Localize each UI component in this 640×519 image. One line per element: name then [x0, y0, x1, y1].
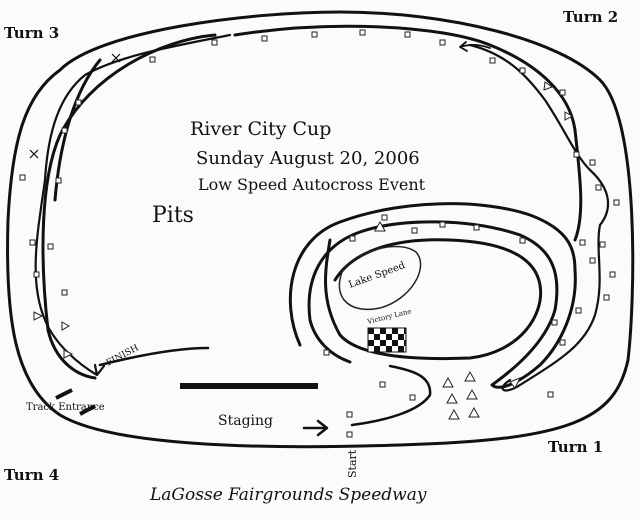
lake-label: Lake Speed: [347, 260, 407, 291]
triangle-cones: [33, 81, 574, 420]
event-subtitle: Low Speed Autocross Event: [198, 175, 426, 194]
track-entrance-marker-2: [79, 404, 96, 416]
turn4-label: Turn 4: [4, 466, 59, 484]
speedway-name: LaGosse Fairgrounds Speedway: [149, 485, 427, 505]
turn1-label: Turn 1: [548, 438, 603, 456]
victory-lane-label: Victory Lane: [366, 307, 413, 326]
course-line-top: [468, 43, 610, 227]
staging-arrow: [302, 419, 329, 437]
event-date: Sunday August 20, 2006: [196, 148, 420, 169]
staging-label: Staging: [218, 413, 273, 429]
lake: [338, 245, 422, 310]
outer-track-wall: [6, 10, 635, 449]
pits-label: Pits: [152, 203, 194, 228]
start-lane: [350, 364, 432, 427]
track-entrance-marker: [55, 388, 73, 400]
turn2-label: Turn 2: [563, 8, 618, 26]
inner-loop-inner-edge: [324, 238, 543, 361]
cones: [19, 29, 620, 438]
inner-track-wall: [41, 33, 217, 380]
turn3-label: Turn 3: [4, 24, 59, 42]
event-title: River City Cup: [190, 118, 331, 140]
course-line-right: [501, 223, 602, 392]
track-entrance-label: Track Entrance: [26, 402, 105, 413]
course-line: [34, 33, 232, 377]
turn2-arrow: [459, 41, 491, 52]
victory-lane-flag: [367, 327, 407, 353]
start-label: Start: [346, 449, 359, 478]
inner-loop-outer-edge: [288, 202, 577, 389]
x-marks: [29, 53, 121, 159]
finish-line: [98, 346, 210, 367]
inner-track-wall-top: [233, 24, 583, 242]
